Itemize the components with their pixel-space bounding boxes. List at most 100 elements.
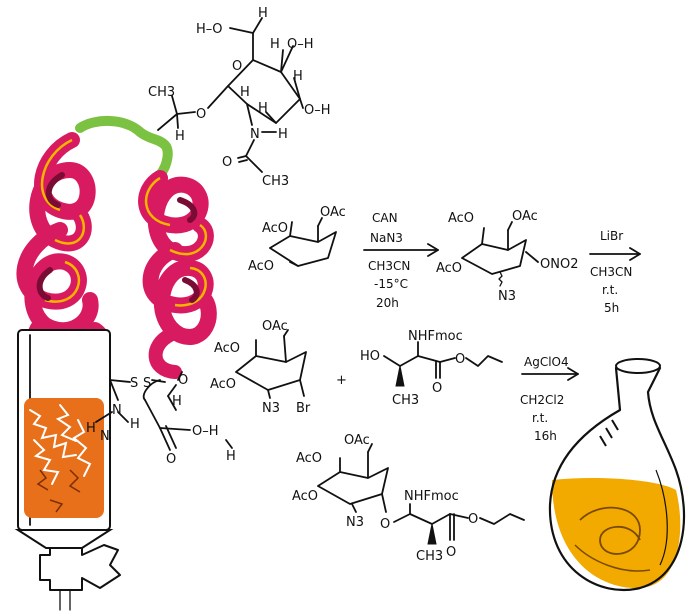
galactal-bond (289, 261, 299, 267)
product-ring (317, 467, 389, 505)
glycan-n: N (250, 127, 260, 142)
anchor-h: H (130, 417, 140, 432)
flask-graduation (599, 419, 619, 447)
product-o: O (446, 545, 456, 560)
helix-shade (36, 172, 65, 301)
glycan-nh-h: H (278, 127, 288, 142)
glycan-bond (265, 111, 277, 124)
anchor-bond (159, 427, 191, 431)
arrow-head (567, 367, 579, 381)
anchor-bond (144, 399, 161, 429)
galactal-ring (269, 231, 337, 267)
thr-bond (417, 355, 441, 363)
glycan-ho: H–O (196, 22, 223, 37)
reactant-oac: OAc (320, 205, 346, 220)
bromide-bond (299, 379, 305, 397)
glycan-bond (293, 77, 301, 100)
helix-linker (75, 115, 173, 180)
product-link-o: O (380, 517, 390, 532)
galactal-bond (289, 221, 293, 237)
anchor-acid-o: O (166, 452, 176, 467)
nitrate-bond (525, 251, 539, 263)
product-oac: OAc (344, 433, 370, 448)
step2-condition: CH3CN (590, 265, 632, 279)
flask-mouth (615, 358, 661, 374)
step1-condition: 20h (376, 296, 399, 310)
anchor-bond (142, 379, 161, 401)
product-bond (409, 513, 433, 525)
helix-shade (177, 197, 200, 303)
glycan-bond (229, 27, 254, 34)
anchor-bond (225, 439, 233, 449)
nitrate-bond (481, 227, 485, 245)
thr-bond (383, 355, 401, 367)
step1-condition: CH3CN (368, 259, 410, 273)
bromide-bond (267, 389, 271, 399)
flask-fill (552, 478, 681, 589)
bromide-n3: N3 (262, 401, 280, 416)
glycan-structure: H–O H O–H O–H H H H H O CH3 O H N H O CH… (148, 6, 331, 189)
resin-column (14, 329, 121, 611)
glycan-bond (176, 111, 196, 115)
glycan-h: H (293, 69, 303, 84)
glycan-bond (176, 113, 179, 129)
product-bond (381, 493, 387, 513)
anchor-bond (177, 371, 183, 381)
product1-aco: AcO (436, 261, 462, 276)
thr-o-ester: O (455, 352, 465, 367)
product-nhfmoc: NHFmoc (404, 489, 459, 504)
step3-condition: r.t. (532, 411, 548, 425)
step3-threonine: NHFmoc HO CH3 O O (360, 329, 503, 408)
anchor-s: S (143, 376, 151, 391)
step2-arrow: LiBr CH3CN r.t. 5h (589, 229, 641, 315)
product-bond (449, 513, 469, 519)
helix-right-turn (148, 328, 182, 379)
anchor-n: N (112, 403, 122, 418)
bromide-ring (235, 351, 307, 391)
anchor-bond (95, 411, 113, 423)
product1-aco: AcO (448, 211, 474, 226)
thr-nhfmoc: NHFmoc (408, 329, 463, 344)
flask-shading (655, 469, 668, 566)
product-aco: AcO (292, 489, 318, 504)
anchor-bond (117, 411, 129, 423)
glycan-link-o: O (196, 107, 206, 122)
step1-reagent: NaN3 (370, 231, 403, 245)
glycan-h: H (240, 85, 250, 100)
step1-reactant: AcO AcO OAc (248, 205, 346, 274)
step3-reagent: AgClO4 (524, 355, 569, 369)
galactal-bond (317, 217, 323, 227)
thr-bond (439, 357, 456, 363)
product-ch3: CH3 (416, 549, 443, 564)
anchor-o: O (178, 373, 188, 388)
resin-beads (24, 398, 104, 518)
reactant-aco: AcO (262, 221, 288, 236)
glycan-bond (246, 103, 253, 126)
helix-right-turn (142, 242, 217, 345)
anchor-bond (109, 379, 119, 401)
glycan-ch3: CH3 (148, 85, 175, 100)
glycan-h: H (270, 37, 280, 52)
plus-sign: + (336, 373, 347, 388)
thr-bond (399, 355, 419, 367)
glycan-h-top: H (258, 6, 268, 21)
flask-swirl (579, 506, 641, 555)
bromide-bond (283, 329, 289, 337)
product-aco: AcO (296, 451, 322, 466)
product-bond (351, 503, 357, 513)
product-wedge (427, 523, 437, 545)
bromide-aco: AcO (214, 341, 240, 356)
thr-wedge (395, 365, 405, 387)
step2-condition: 5h (604, 301, 619, 315)
step3-condition: CH2Cl2 (520, 393, 564, 407)
glycan-bond (237, 155, 247, 159)
product-bond (367, 443, 373, 453)
arrow-head (629, 247, 641, 261)
resin-column-tip (14, 529, 114, 549)
anchor-h: H (86, 421, 96, 436)
step3-condition: 16h (534, 429, 557, 443)
anchor-s: S (130, 376, 138, 391)
product1-oac: OAc (512, 209, 538, 224)
step2-reagent: LiBr (600, 229, 623, 243)
step1-condition: -15°C (374, 277, 408, 291)
